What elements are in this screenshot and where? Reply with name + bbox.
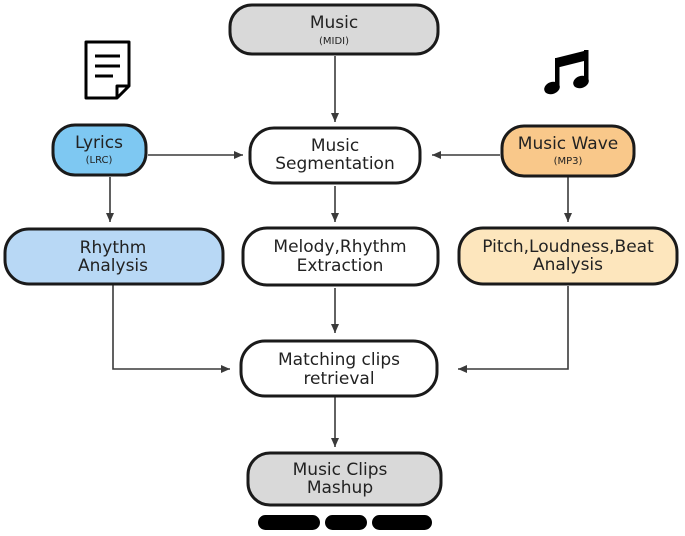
music-note-icon: [544, 50, 589, 95]
connectors: [106, 56, 572, 447]
arrow-pitch-to-matching: [458, 286, 569, 373]
node-matching: Matching clips retrieval: [239, 339, 439, 398]
node-lyrics-box: [51, 123, 148, 177]
node-music-midi-sublabel: (MIDI): [319, 36, 349, 47]
timeline-segments-icon: [258, 515, 432, 530]
node-mashup-box: [246, 451, 443, 507]
node-lyrics-sublabel: (LRC): [86, 155, 113, 166]
node-music-wave-sublabel: (MP3): [554, 156, 583, 167]
node-segmentation-box: [248, 126, 422, 185]
timeline-segment-1: [258, 515, 320, 530]
node-rhythm-analysis-line1: Rhythm: [80, 238, 147, 258]
timeline-segment-3: [372, 515, 432, 530]
node-music-wave-label: Music Wave: [518, 134, 618, 154]
node-music-midi-label: Music: [310, 13, 358, 33]
node-rhythm-analysis-line2: Analysis: [78, 256, 148, 276]
node-matching-line1: Matching clips: [278, 350, 400, 370]
node-segmentation: Music Segmentation: [248, 126, 422, 185]
node-segmentation-line2: Segmentation: [275, 154, 394, 174]
document-icon: [84, 40, 131, 100]
node-music-midi-box: [228, 3, 440, 56]
node-melody-extraction: Melody,Rhythm Extraction: [241, 226, 440, 287]
arrow-rhythm-to-matching: [112, 285, 230, 373]
node-mashup: Music Clips Mashup: [246, 451, 443, 507]
timeline-segment-2: [325, 515, 367, 530]
node-melody-extraction-line2: Extraction: [297, 256, 384, 276]
node-melody-extraction-box: [241, 226, 440, 287]
node-matching-line2: retrieval: [303, 369, 374, 389]
node-lyrics-label: Lyrics: [75, 133, 123, 153]
node-pitch-analysis-line1: Pitch,Loudness,Beat: [482, 237, 654, 257]
node-segmentation-line1: Music: [311, 136, 359, 156]
node-mashup-line2: Mashup: [307, 478, 373, 498]
node-pitch-analysis-box: [457, 226, 679, 286]
node-rhythm-analysis: Rhythm Analysis: [3, 227, 225, 286]
node-mashup-line1: Music Clips: [293, 460, 388, 480]
node-matching-box: [239, 339, 439, 398]
node-melody-extraction-line1: Melody,Rhythm: [273, 237, 406, 257]
node-pitch-analysis: Pitch,Loudness,Beat Analysis: [457, 226, 679, 286]
node-pitch-analysis-line2: Analysis: [533, 255, 603, 275]
node-rhythm-analysis-box: [3, 227, 225, 286]
node-music-midi: Music (MIDI): [228, 3, 440, 56]
node-lyrics: Lyrics (LRC): [51, 123, 148, 177]
node-music-wave-box: [500, 124, 636, 178]
node-music-wave: Music Wave (MP3): [500, 124, 636, 178]
